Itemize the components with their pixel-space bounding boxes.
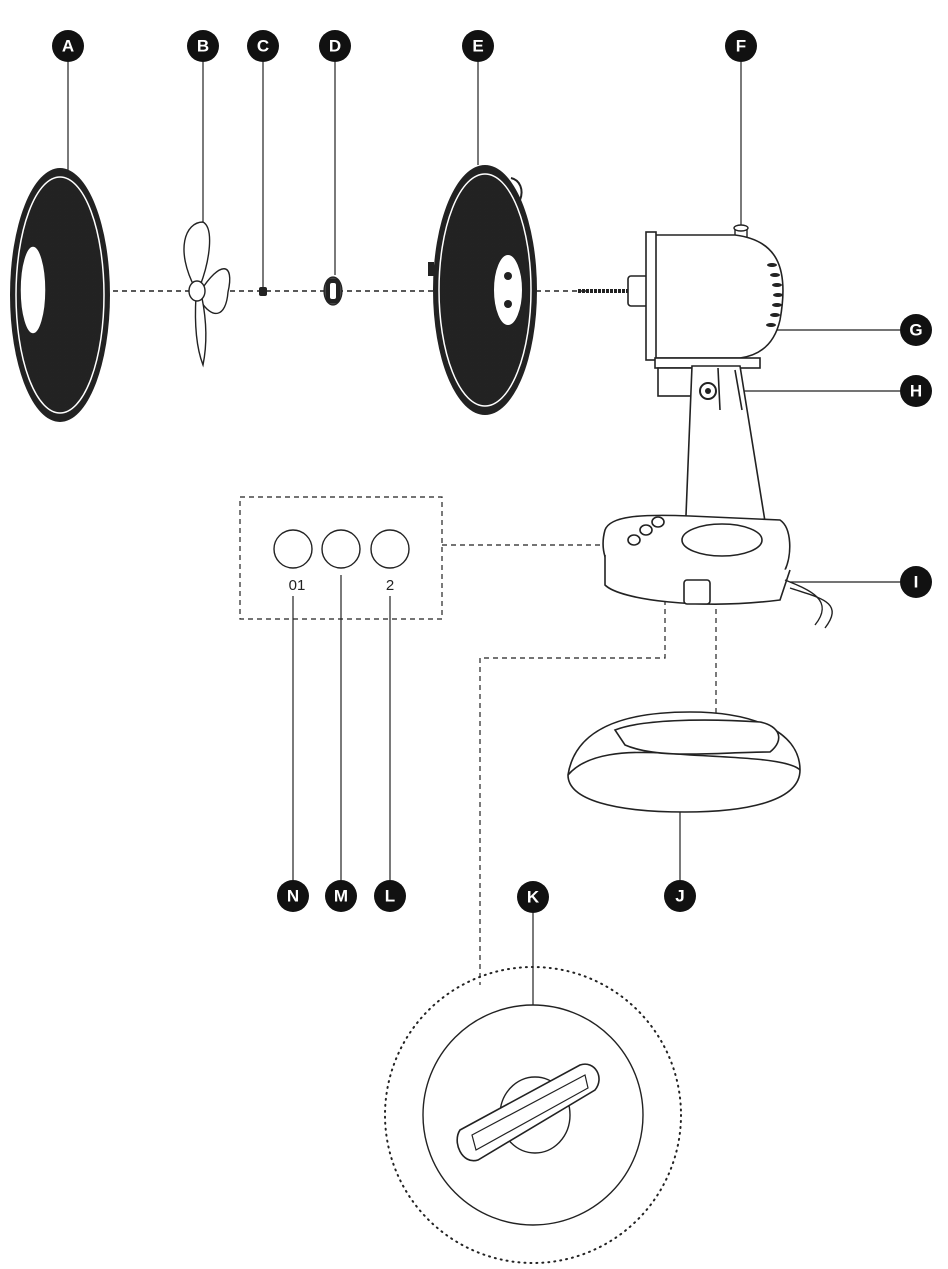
badge-a: A <box>52 30 84 62</box>
badge-m: M <box>325 880 357 912</box>
badge-c: C <box>247 30 279 62</box>
badge-d: D <box>319 30 351 62</box>
control-body <box>602 514 791 605</box>
power-cord <box>784 579 833 629</box>
badge-e: E <box>462 30 494 62</box>
detail-connectors <box>239 496 717 985</box>
badge-k: K <box>517 881 549 913</box>
off-button-circle <box>273 529 313 569</box>
badge-l: L <box>374 880 406 912</box>
motor-housing <box>578 231 784 397</box>
svg-text:I: I <box>914 573 919 592</box>
svg-text:K: K <box>527 888 540 907</box>
spacer <box>259 287 267 296</box>
tilt-screw <box>699 382 717 400</box>
base <box>567 711 801 813</box>
leader-lines <box>67 62 900 1005</box>
svg-text:D: D <box>329 37 341 56</box>
speed-1-button-circle <box>321 529 361 569</box>
svg-text:J: J <box>675 887 684 906</box>
svg-text:N: N <box>287 887 299 906</box>
speed-2-button-circle <box>370 529 410 569</box>
svg-text:L: L <box>385 887 395 906</box>
svg-text:M: M <box>334 887 348 906</box>
badge-n: N <box>277 880 309 912</box>
badge-i: I <box>900 566 932 598</box>
badge-b: B <box>187 30 219 62</box>
vent-slots-icon <box>766 263 783 327</box>
svg-text:C: C <box>257 37 269 56</box>
front-grille <box>10 168 110 422</box>
svg-text:B: B <box>197 37 209 56</box>
blade-cap-nut <box>323 276 343 306</box>
svg-text:F: F <box>736 37 746 56</box>
knob-label-off: 01 <box>289 577 306 594</box>
badge-f: F <box>725 30 757 62</box>
svg-text:G: G <box>909 321 922 340</box>
base-lock-detail <box>384 966 682 1264</box>
knob-label-2: 2 <box>386 577 394 594</box>
control-knobs-detail: 01 2 <box>273 529 410 596</box>
badge-h: H <box>900 375 932 407</box>
part-badges: A B C D E F G H I J K L M N <box>52 30 932 913</box>
svg-text:A: A <box>62 37 74 56</box>
rear-grille <box>428 165 537 415</box>
fan-blade <box>183 221 231 368</box>
svg-text:H: H <box>910 382 922 401</box>
badge-g: G <box>900 314 932 346</box>
badge-j: J <box>664 880 696 912</box>
svg-text:E: E <box>472 37 483 56</box>
